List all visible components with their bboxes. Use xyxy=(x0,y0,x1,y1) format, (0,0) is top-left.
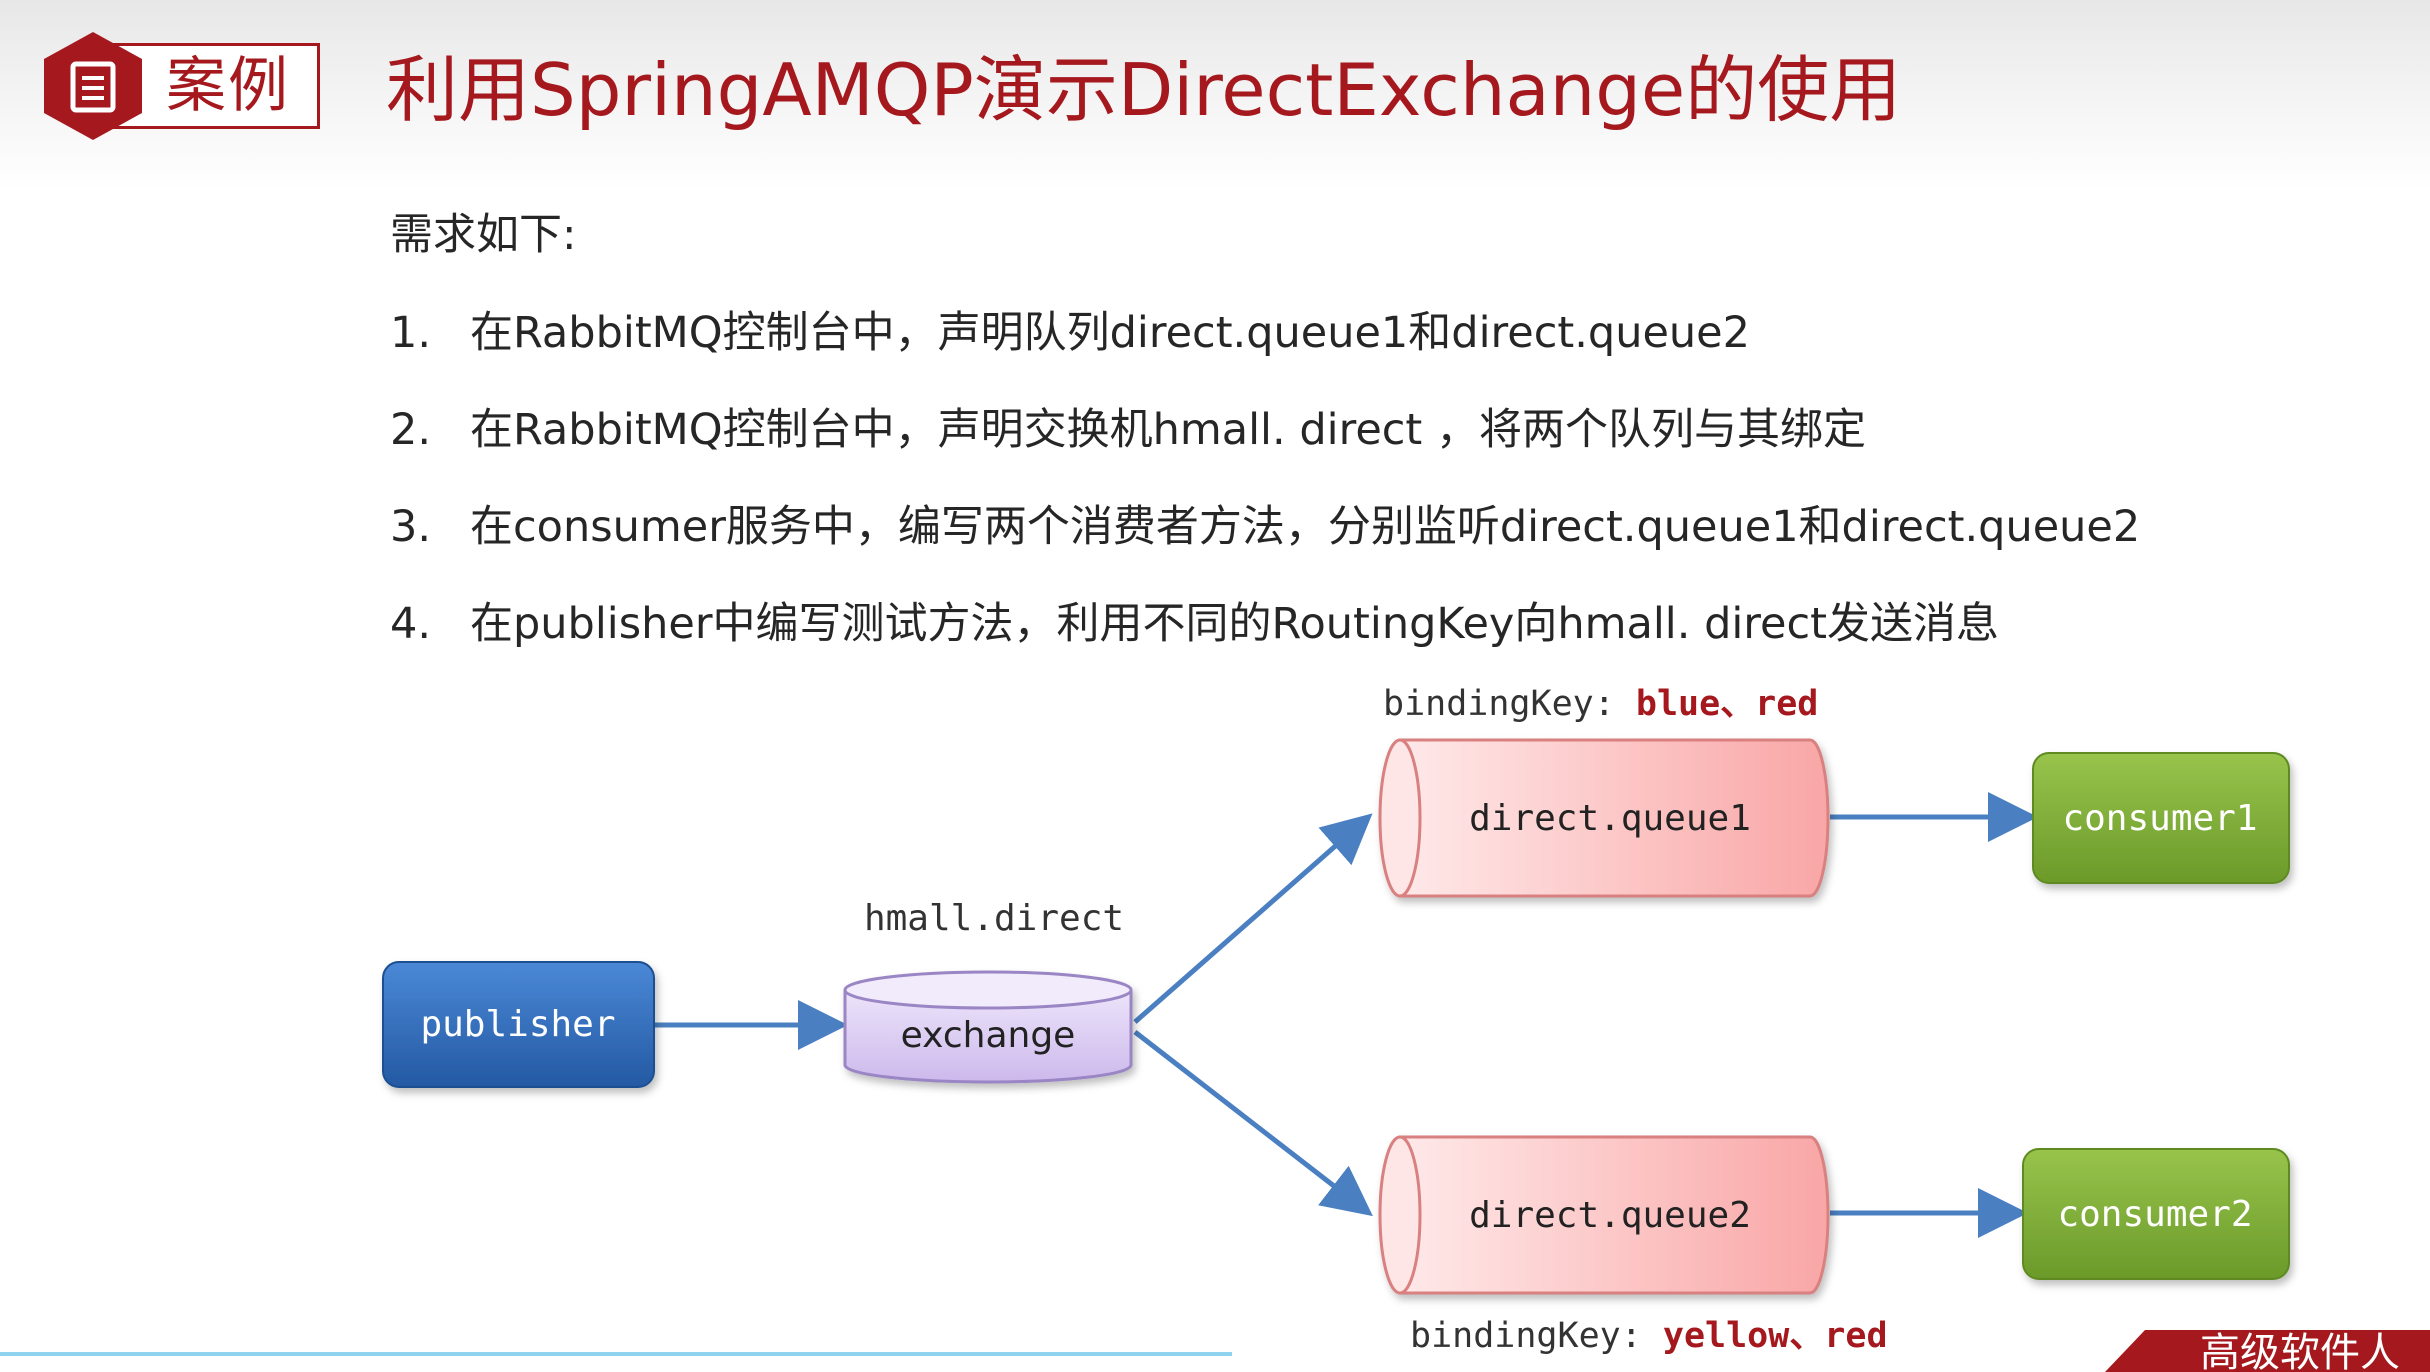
bottom-accent-line xyxy=(0,1352,1232,1356)
consumer1-label: consumer1 xyxy=(2062,798,2257,839)
binding-key-2-values: yellow、red xyxy=(1663,1316,1888,1356)
requirement-text: 在RabbitMQ控制台中，声明队列direct.queue1和direct.q… xyxy=(470,308,1750,358)
brand-tab xyxy=(2105,1330,2430,1372)
queue1-label: direct.queue1 xyxy=(1469,798,1751,839)
requirement-text: 在publisher中编写测试方法，利用不同的RoutingKey向hmall.… xyxy=(470,599,1999,649)
binding-key-1: bindingKey: blue、red xyxy=(1383,684,1818,724)
publisher-node xyxy=(382,961,655,1088)
consumer2-label: consumer2 xyxy=(2057,1194,2252,1235)
requirement-text: 在RabbitMQ控制台中，声明交换机hmall. direct ，将两个队列与… xyxy=(470,405,1866,455)
queue2-label: direct.queue2 xyxy=(1469,1195,1751,1236)
exchange-label: exchange xyxy=(901,1015,1076,1056)
queue2-node xyxy=(1378,1135,1830,1295)
badge-label: 案例 xyxy=(166,51,290,121)
binding-key-2-prefix: bindingKey: xyxy=(1410,1316,1663,1356)
page-title: 利用SpringAMQP演示DirectExchange的使用 xyxy=(386,48,1902,132)
arrow-exchange-queue1 xyxy=(1133,813,1373,1024)
consumer2-node xyxy=(2022,1148,2290,1280)
binding-key-1-prefix: bindingKey: xyxy=(1383,684,1636,724)
case-badge: 案例 xyxy=(40,30,325,140)
requirement-number: 4. xyxy=(390,599,432,649)
requirement-number: 2. xyxy=(390,405,432,455)
requirement-number: 1. xyxy=(390,308,432,358)
requirement-text: 在consumer服务中，编写两个消费者方法，分别监听direct.queue1… xyxy=(470,502,2141,552)
binding-key-2: bindingKey: yellow、red xyxy=(1410,1316,1888,1356)
exchange-node xyxy=(843,970,1133,1084)
consumer1-node xyxy=(2032,752,2290,884)
publisher-label: publisher xyxy=(420,1004,615,1045)
requirements-intro: 需求如下: xyxy=(390,210,577,260)
header-band xyxy=(0,0,2430,190)
document-icon xyxy=(44,32,142,140)
brand-text: 高级软件人 xyxy=(2200,1330,2400,1372)
queue1-node xyxy=(1378,738,1830,898)
binding-key-1-values: blue、red xyxy=(1636,684,1819,724)
requirement-number: 3. xyxy=(390,502,432,552)
exchange-name: hmall.direct xyxy=(864,898,1124,939)
arrow-exchange-queue2 xyxy=(1133,1030,1373,1217)
